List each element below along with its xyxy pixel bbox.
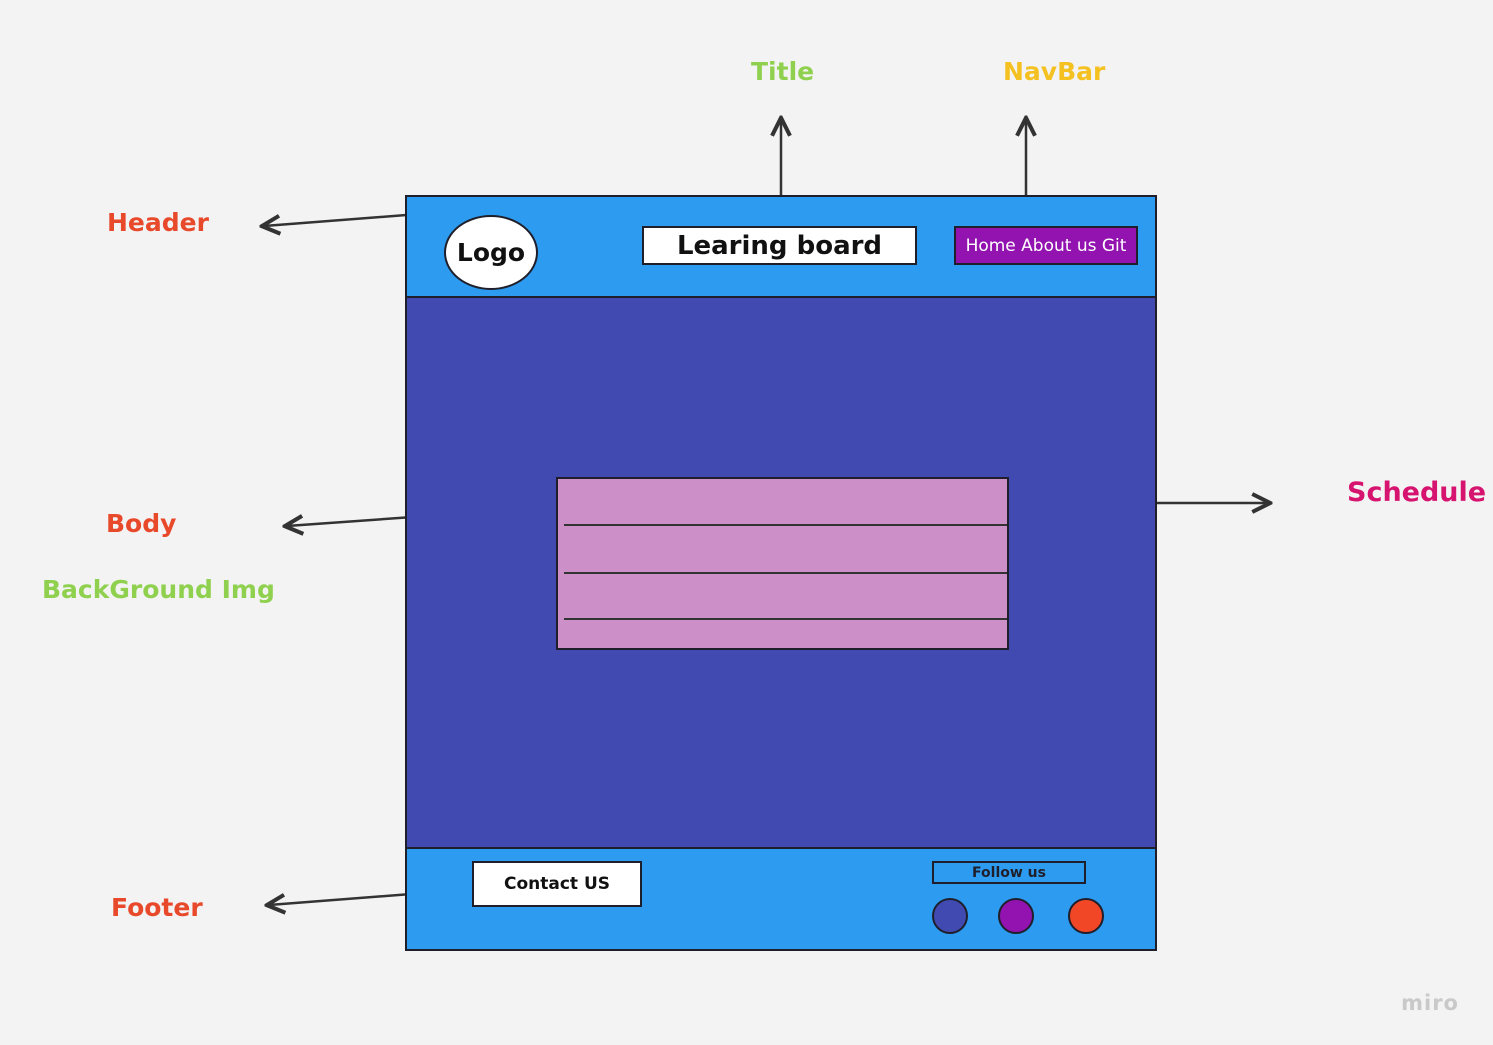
annotation-navbar: NavBar [1003, 57, 1106, 86]
navbar-box[interactable]: Home About us Git [954, 226, 1138, 265]
annotation-header: Header [107, 208, 209, 237]
annotation-background-img: BackGround Img [42, 575, 275, 604]
arrow-header [264, 212, 420, 226]
contact-button[interactable]: Contact US [472, 861, 642, 907]
social-icon-1[interactable] [932, 898, 968, 934]
page-title-box: Learing board [642, 226, 917, 265]
schedule-row-divider [564, 524, 1007, 526]
arrow-footer [269, 891, 425, 905]
annotation-footer: Footer [111, 893, 203, 922]
schedule-row-divider [564, 618, 1007, 620]
annotation-schedule: Schedule [1347, 477, 1487, 508]
schedule-row-divider [564, 572, 1007, 574]
schedule-box [556, 477, 1009, 650]
annotation-title: Title [751, 57, 815, 86]
annotation-body: Body [106, 509, 177, 538]
miro-watermark: miro [1401, 991, 1459, 1015]
social-icon-3[interactable] [1068, 898, 1104, 934]
logo[interactable]: Logo [444, 215, 538, 290]
social-icon-2[interactable] [998, 898, 1034, 934]
follow-us-label: Follow us [932, 861, 1086, 884]
